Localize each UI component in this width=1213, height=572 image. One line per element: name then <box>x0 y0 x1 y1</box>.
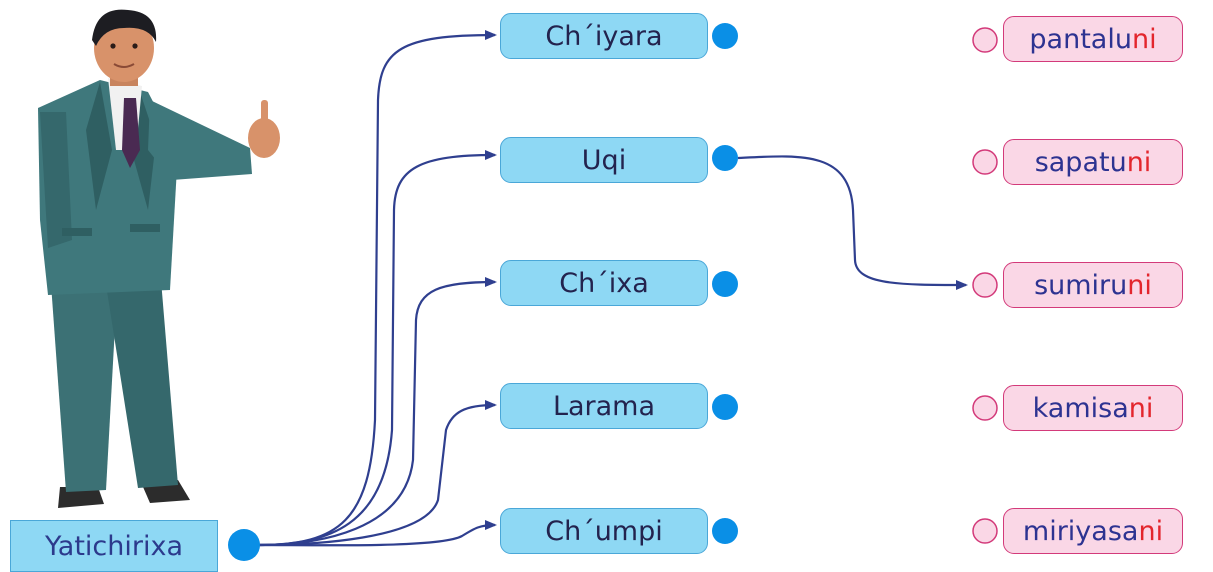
arrow-to-verb-2 <box>257 150 497 547</box>
object-stem-3: sumiru <box>1034 269 1128 301</box>
arrow-to-verb-3 <box>257 277 497 547</box>
verb-box-3: Ch´ixa <box>500 260 708 306</box>
object-suffix-1: ni <box>1131 23 1157 55</box>
arrow-to-verb-1 <box>257 30 497 547</box>
verb-box-4: Larama <box>500 383 708 429</box>
subject-label: Yatichirixa <box>45 530 183 562</box>
object-stem-1: pantalu <box>1029 23 1132 55</box>
verb-box-5: Ch´umpi <box>500 508 708 554</box>
subject-box: Yatichirixa <box>10 520 218 572</box>
object-stem-2: sapatu <box>1034 146 1127 178</box>
verb-label-5: Ch´umpi <box>545 515 663 547</box>
verb-label-1: Ch´iyara <box>545 20 663 52</box>
arrow-to-verb-4 <box>257 400 497 547</box>
object-suffix-5: ni <box>1138 515 1164 547</box>
verb-box-1: Ch´iyara <box>500 13 708 59</box>
object-suffix-4: ni <box>1128 392 1154 424</box>
arrow-uqi-to-sumiruni <box>737 155 968 290</box>
arrow-to-verb-5 <box>257 520 497 547</box>
verb-label-4: Larama <box>552 390 656 422</box>
object-suffix-2: ni <box>1126 146 1152 178</box>
verb-label-3: Ch´ixa <box>559 267 649 299</box>
object-suffix-3: ni <box>1127 269 1152 301</box>
teacher-figure <box>38 9 280 508</box>
verb-box-2: Uqi <box>500 137 708 183</box>
object-stem-4: kamisa <box>1032 392 1129 424</box>
object-stem-5: miriyasa <box>1022 515 1139 547</box>
verb-label-2: Uqi <box>581 144 627 176</box>
